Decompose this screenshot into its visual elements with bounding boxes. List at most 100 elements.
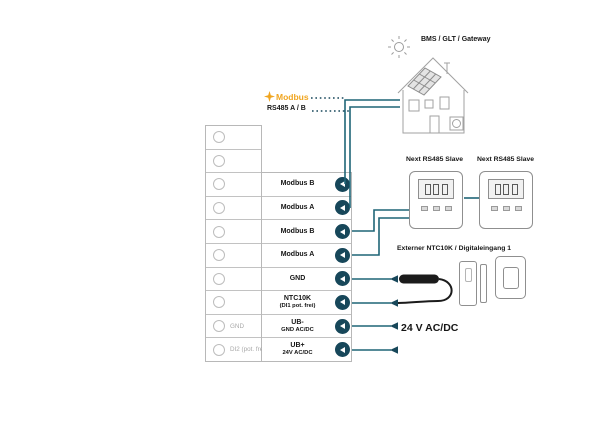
terminal-plug [335, 200, 350, 216]
terminal-row [206, 220, 261, 244]
terminal-circle [213, 178, 225, 191]
thermostat-buttons [410, 206, 462, 211]
terminal-plug [335, 176, 350, 192]
terminal-row-modbus-b-2: Modbus B [262, 220, 351, 244]
terminal-row-modbus-a-2: Modbus A [262, 244, 351, 268]
terminal-circle [213, 225, 225, 238]
terminal-row-modbus-b-1: Modbus B [262, 173, 351, 197]
thermostat-button [514, 206, 522, 211]
external-input-label: Externer NTC10K / Digitaleingang 1 [397, 245, 512, 252]
terminal-circle [213, 249, 225, 262]
wire-modbus-a-to-gateway [349, 106, 400, 208]
terminal-sublabel: (DI1 pot. frei) [279, 303, 316, 310]
wall-sensor [495, 256, 526, 299]
plug-arrow-icon [339, 346, 345, 353]
power-supply-label: 24 V AC/DC [401, 322, 459, 334]
terminal-plug [335, 247, 350, 263]
ntc-probe-sensor [397, 274, 453, 304]
wire-arrow-icon [390, 275, 398, 283]
terminal-row-modbus-a-1: Modbus A [262, 197, 351, 221]
bms-gateway-label: BMS / GLT / Gateway [421, 36, 491, 43]
bus-label-dotted-lines [311, 97, 349, 112]
display-digit [511, 183, 518, 195]
rs485-slave-thermostat-2 [479, 171, 533, 229]
thermostat-button [432, 206, 440, 211]
building-window [408, 99, 420, 112]
terminal-circle [213, 131, 225, 144]
display-digit [433, 183, 439, 195]
thermostat-button [490, 206, 498, 211]
bms-building-illustration [397, 57, 469, 134]
bus-wires [344, 99, 480, 351]
terminal-circle [213, 296, 225, 309]
thermostat-display [418, 179, 454, 199]
terminal-sublabel: 24V AC/DC [282, 350, 313, 357]
wire-modbus-b-to-slave [352, 209, 411, 232]
slave1-label: Next RS485 Slave [406, 156, 464, 163]
plug-arrow-icon [339, 181, 345, 188]
terminal-block-right-column: Modbus B Modbus A Modbus B Modbus A GND … [262, 172, 352, 362]
modbus-logo-text: Modbus [276, 91, 309, 102]
plug-arrow-icon [339, 228, 345, 235]
terminal-label: Modbus B [280, 180, 315, 188]
plug-arrow-icon [339, 299, 345, 306]
sun-icon [388, 36, 410, 58]
thermostat-button [502, 206, 510, 211]
display-digit [424, 183, 431, 195]
rs485-bus-label: RS485 A / B [267, 105, 306, 112]
wire-end-arrows [390, 275, 398, 354]
terminal-label: Modbus A [280, 251, 315, 259]
terminal-row-ub-plus: UB+ 24V AC/DC [262, 338, 351, 361]
thermostat-button [444, 206, 452, 211]
door-contact-slot [464, 268, 472, 282]
display-digit [494, 183, 501, 195]
wire-arrow-icon [390, 299, 398, 307]
terminal-row [206, 244, 261, 268]
terminal-plug [335, 294, 350, 310]
terminal-row [206, 150, 261, 174]
display-digit [503, 183, 509, 195]
terminal-label: NTC10K [283, 295, 312, 303]
modbus-logo: Modbus [264, 91, 309, 102]
terminal-plug [335, 318, 350, 334]
heat-pump-unit [449, 116, 464, 131]
terminal-plug [335, 271, 350, 287]
plug-arrow-icon [339, 275, 345, 282]
building-gateway-box [424, 99, 434, 109]
wire-modbus-b-to-gateway [344, 99, 400, 184]
terminal-row-ub-minus: UB- GND AC/DC [262, 315, 351, 339]
terminal-row-ntc10k: NTC10K (DI1 pot. frei) [262, 291, 351, 315]
terminal-row-di2: DI2 (pot. frei) [206, 338, 267, 361]
terminal-plug [335, 342, 350, 358]
modbus-star-icon [264, 91, 275, 102]
terminal-row [206, 268, 261, 292]
terminal-row-label: GND [230, 322, 244, 330]
terminal-row-gnd: GND [262, 268, 351, 292]
terminal-circle [213, 154, 225, 167]
terminal-plug [335, 224, 350, 240]
terminal-circle [213, 320, 225, 333]
wall-sensor-inner [502, 266, 519, 289]
building-door [429, 115, 440, 134]
thermostat-button [420, 206, 428, 211]
terminal-label: Modbus B [280, 227, 315, 235]
terminal-row [206, 126, 261, 150]
thermostat-buttons [480, 206, 532, 211]
terminal-label: UB+ [290, 342, 305, 350]
terminal-row [206, 197, 261, 221]
wire-arrow-icon [390, 346, 398, 354]
terminal-block-left-column: GND DI2 (pot. frei) [205, 125, 267, 362]
thermostat-display [488, 179, 524, 199]
terminal-sublabel: GND AC/DC [281, 326, 314, 333]
terminal-row [206, 173, 261, 197]
rs485-slave-thermostat-1 [409, 171, 463, 229]
plug-arrow-icon [339, 204, 345, 211]
terminal-row [206, 291, 261, 315]
solar-panel [407, 67, 442, 96]
terminal-label: UB- [291, 318, 304, 326]
door-contact-magnet [480, 264, 487, 303]
door-contact-sensor [459, 261, 477, 306]
wire-arrow-icon [390, 322, 398, 330]
